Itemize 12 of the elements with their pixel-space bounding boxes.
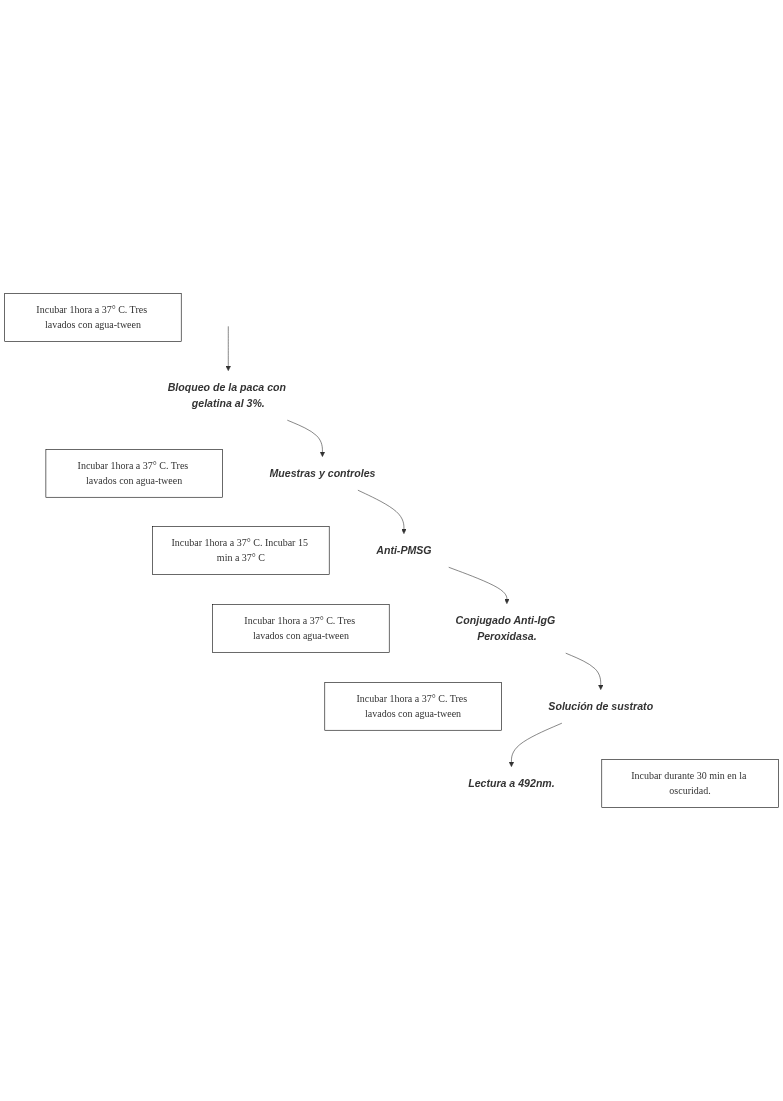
node-text: Solución de sustrato: [548, 700, 654, 713]
node-box: Incubar 1hora a 37° C. Incubar 15 min a 37° C: [152, 526, 330, 575]
node-box: Incubar 1hora a 37° C. Tres lavados con agua-tween: [45, 449, 223, 498]
node-box: Incubar durante 30 min en la oscuridad.: [601, 759, 779, 808]
node-box: Incubar 1hora a 37° C. Tres lavados con agua-tween: [212, 604, 390, 653]
node-box: Incubar 1hora a 37° C. Tres lavados con agua-tween: [324, 682, 502, 731]
node-text: Lectura a 492nm.: [468, 777, 555, 790]
node-text: Conjugado Anti-IgG Peroxidasa.: [455, 614, 556, 642]
node-text: Anti-PMSG: [376, 544, 432, 557]
node-text: Muestras y controles: [269, 467, 376, 480]
node-text: Bloqueo de la paca con gelatina al 3%.: [167, 381, 286, 409]
node-box: Incubar 1hora a 37° C. Tres lavados con agua-tween: [4, 293, 182, 342]
